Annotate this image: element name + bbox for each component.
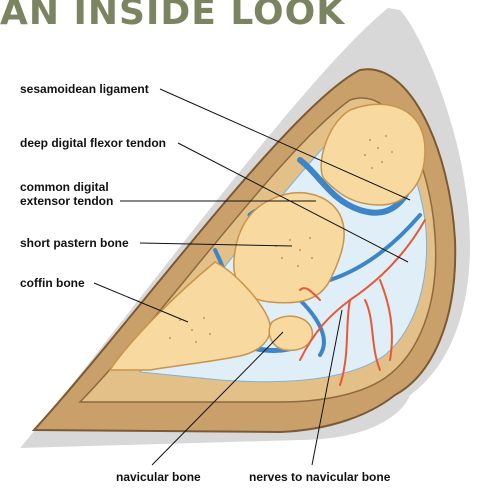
label-short-pastern-bone: short pastern bone [20, 236, 129, 250]
navicular-bone-shape [269, 316, 312, 350]
label-nerves-to-navicular-bone: nerves to navicular bone [249, 470, 390, 484]
label-deep-digital-flexor-tendon: deep digital flexor tendon [20, 136, 166, 150]
label-coffin-bone: coffin bone [20, 276, 85, 290]
label-common-digital-extensor-tendon-line2: extensor tendon [20, 194, 113, 208]
label-common-digital-extensor-tendon-line1: common digital [20, 180, 109, 194]
label-sesamoidean-ligament: sesamoidean ligament [20, 82, 149, 96]
label-navicular-bone: navicular bone [116, 470, 201, 484]
